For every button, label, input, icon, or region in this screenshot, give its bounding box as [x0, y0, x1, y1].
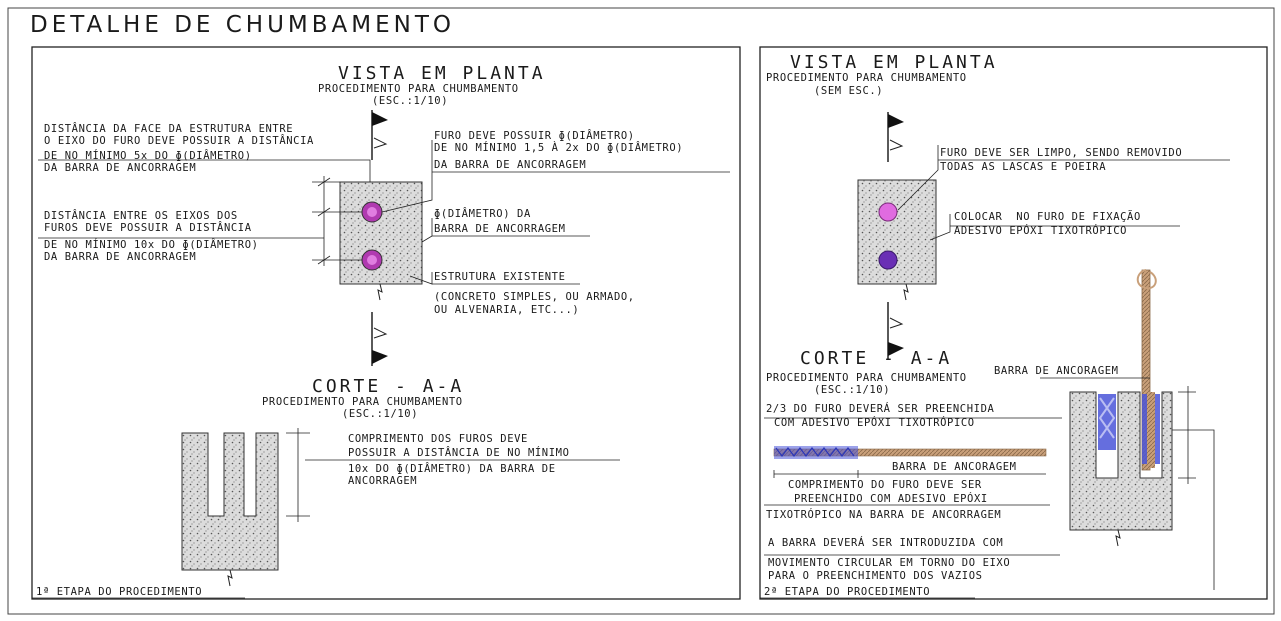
left-section-subtitle: PROCEDIMENTO PARA CHUMBAMENTO [262, 396, 463, 408]
note-introduzida-line-2: MOVIMENTO CIRCULAR EM TORNO DO EIXO [768, 557, 1011, 569]
note-comprimento-line-3: 10x DO ɸ(DIÂMETRO) DA BARRA DE [348, 463, 556, 475]
note-eixos-line-4: DA BARRA DE ANCORRAGEM [44, 251, 197, 263]
left-section-marker-bottom [371, 312, 388, 366]
note-23-line-2: COM ADESIVO EPÓXI TIXOTRÓPICO [774, 417, 975, 429]
left-step-label: 1ª ETAPA DO PROCEDIMENTO [36, 586, 203, 598]
right-plan-subtitle: PROCEDIMENTO PARA CHUMBAMENTO [766, 72, 967, 84]
sheet-title: DETALHE DE CHUMBAMENTO [30, 12, 456, 38]
note-barra-mid: BARRA DE ANCORAGEM [892, 461, 1017, 473]
note-comprimento-line-1: COMPRIMENTO DOS FUROS DEVE [348, 433, 528, 445]
note-23-line-1: 2/3 DO FURO DEVERÁ SER PREENCHIDA [766, 403, 995, 415]
note-furo-line-2: DE NO MÍNIMO 1,5 À 2x DO ɸ(DIÂMETRO) [434, 142, 684, 154]
note-furo-line-1: FURO DEVE POSSUIR ɸ(DIÂMETRO) [434, 130, 635, 142]
note-estrutura-line-3: OU ALVENARIA, ETC...) [434, 304, 580, 316]
right-section-title: CORTE - A-A [800, 348, 953, 369]
right-section-concrete [1069, 391, 1173, 531]
left-section-marker-top [371, 110, 388, 160]
note-introduzida-line-1: A BARRA DEVERÁ SER INTRODUZIDA COM [768, 537, 1004, 549]
note-comprimento-line-4: ANCORRAGEM [348, 475, 418, 487]
note-comprimento-right-line-1: COMPRIMENTO DO FURO DEVE SER [788, 479, 982, 491]
note-estrutura-line-2: (CONCRETO SIMPLES, OU ARMADO, [434, 291, 635, 303]
right-plan-hole-1 [878, 202, 898, 222]
note-face-line-1: DISTÂNCIA DA FACE DA ESTRUTURA ENTRE [44, 123, 294, 135]
note-limpo-line-2: TODAS AS LASCAS E POEIRA [940, 161, 1107, 173]
right-section-marker-top [887, 112, 904, 162]
right-plan-concrete [857, 179, 937, 285]
note-eixos-line-3: DE NO MÍNIMO 10x DO ɸ(DIÂMETRO) [44, 239, 259, 251]
left-plan-title: VISTA EM PLANTA [338, 63, 546, 84]
note-introduzida-line-3: PARA O PREENCHIMENTO DOS VAZIOS [768, 570, 983, 582]
right-section-scale: (ESC.:1/10) [814, 384, 891, 396]
left-panel-frame [31, 46, 741, 600]
right-section-subtitle: PROCEDIMENTO PARA CHUMBAMENTO [766, 372, 967, 384]
note-eixos-line-2: FUROS DEVE POSSUIR A DISTÂNCIA [44, 222, 252, 234]
left-section-concrete [181, 432, 279, 571]
note-face-line-4: DA BARRA DE ANCORRAGEM [44, 162, 197, 174]
note-colocar-line-1: COLOCAR NO FURO DE FIXAÇÃO [954, 211, 1141, 223]
right-plan-title: VISTA EM PLANTA [790, 52, 998, 73]
note-limpo-line-1: FURO DEVE SER LIMPO, SENDO REMOVIDO [940, 147, 1183, 159]
left-plan-scale: (ESC.:1/10) [372, 95, 449, 107]
note-face-line-3: DE NO MÍNIMO 5x DO ɸ(DIÂMETRO) [44, 150, 252, 162]
left-plan-subtitle: PROCEDIMENTO PARA CHUMBAMENTO [318, 83, 519, 95]
sheet-border [7, 7, 1275, 615]
right-section-marker-bottom [887, 302, 904, 360]
note-estrutura-line-1: ESTRUTURA EXISTENTE [434, 271, 566, 283]
note-diam-line-1: ɸ(DIÂMETRO) DA [434, 208, 531, 220]
note-colocar-line-2: ADESIVO EPÓXI TIXOTRÓPICO [954, 225, 1128, 237]
note-furo-line-3: DA BARRA DE ANCORRAGEM [434, 159, 587, 171]
right-step-label: 2ª ETAPA DO PROCEDIMENTO [764, 586, 931, 598]
left-plan-concrete [339, 181, 423, 285]
note-comprimento-line-2: POSSUIR A DISTÂNCIA DE NO MÍNIMO [348, 447, 570, 459]
right-section-adhesive [1098, 394, 1116, 450]
left-section-title: CORTE - A-A [312, 376, 465, 397]
note-eixos-line-1: DISTÂNCIA ENTRE OS EIXOS DOS [44, 210, 238, 222]
note-barra-top: BARRA DE ANCORAGEM [994, 365, 1119, 377]
right-plan-hole-2 [878, 250, 898, 270]
left-section-scale: (ESC.:1/10) [342, 408, 419, 420]
right-panel-frame [759, 46, 1268, 600]
note-diam-line-2: BARRA DE ANCORRAGEM [434, 223, 566, 235]
note-comprimento-right-line-2: PREENCHIDO COM ADESIVO EPÓXI [794, 493, 988, 505]
note-face-line-2: O EIXO DO FURO DEVE POSSUIR A DISTÂNCIA [44, 135, 314, 147]
right-plan-scale: (SEM ESC.) [814, 85, 884, 97]
note-comprimento-right-line-3: TIXOTRÓPICO NA BARRA DE ANCORRAGEM [766, 509, 1002, 521]
